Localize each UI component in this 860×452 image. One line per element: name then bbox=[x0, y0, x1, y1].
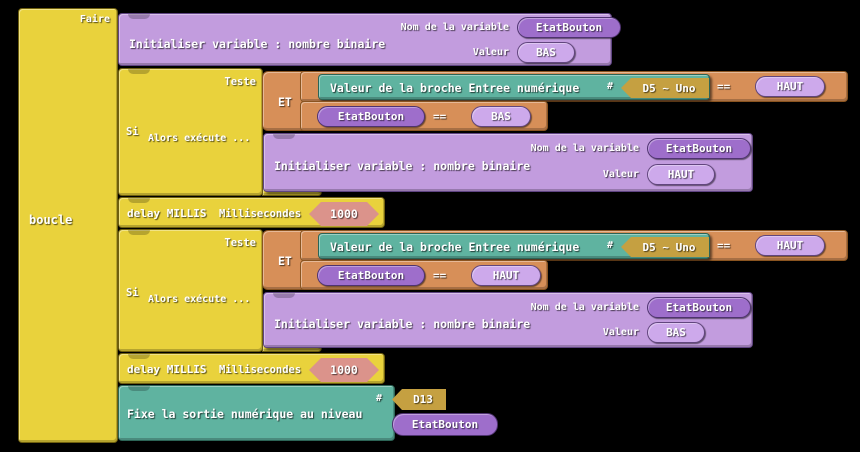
compare-block-var[interactable]: EtatBouton == BAS bbox=[300, 101, 548, 131]
value-pill[interactable]: BAS bbox=[471, 106, 531, 127]
value-pill[interactable]: BAS bbox=[517, 42, 575, 63]
variable-pill[interactable]: EtatBouton bbox=[647, 138, 751, 159]
delay-title: delay MILLIS bbox=[127, 363, 207, 376]
delay-value[interactable]: 1000 bbox=[309, 358, 379, 382]
digital-read-label: Valeur de la broche Entree numérique bbox=[330, 240, 580, 254]
delay-block-2[interactable]: delay MILLIS Millisecondes 1000 bbox=[118, 353, 385, 384]
connector-notch bbox=[128, 14, 150, 19]
connector-notch bbox=[273, 134, 295, 139]
init-variable-block-nested-2[interactable]: Initialiser variable : nombre binaire No… bbox=[263, 292, 753, 348]
param-label: Nom de la variable bbox=[400, 22, 509, 33]
value-pill[interactable]: BAS bbox=[647, 322, 705, 343]
connector-notch bbox=[128, 386, 150, 391]
if-test-label: Teste bbox=[224, 76, 256, 88]
connector-notch bbox=[128, 69, 150, 74]
if-body[interactable]: Teste Si Alors exécute ... bbox=[118, 68, 263, 196]
delay-ms-label: Millisecondes bbox=[219, 364, 302, 376]
if-label: Si bbox=[126, 126, 139, 138]
param-label: Nom de la variable bbox=[530, 143, 639, 154]
block-title: Initialiser variable : nombre binaire bbox=[274, 317, 531, 331]
value-pill[interactable]: HAUT bbox=[471, 265, 541, 286]
digital-read-label: Valeur de la broche Entree numérique bbox=[330, 81, 580, 95]
delay-value[interactable]: 1000 bbox=[309, 202, 379, 226]
level-pill[interactable]: HAUT bbox=[755, 76, 825, 97]
delay-ms-label: Millisecondes bbox=[219, 208, 302, 220]
if-label: Si bbox=[126, 287, 139, 299]
compare-block-var[interactable]: EtatBouton == HAUT bbox=[300, 260, 548, 290]
then-label: Alors exécute ... bbox=[148, 294, 251, 305]
variable-pill[interactable]: EtatBouton bbox=[392, 413, 498, 436]
variable-pill[interactable]: EtatBouton bbox=[517, 17, 621, 38]
connector-notch bbox=[128, 230, 150, 235]
equals-operator: == bbox=[433, 110, 447, 123]
param-label: Valeur bbox=[602, 327, 639, 338]
digital-read-block[interactable]: Valeur de la broche Entree numérique # D… bbox=[318, 74, 710, 100]
and-label: ET bbox=[278, 95, 292, 109]
loop-label: boucle bbox=[29, 213, 73, 227]
then-label: Alors exécute ... bbox=[148, 133, 251, 144]
connector-notch bbox=[128, 354, 150, 359]
if-body[interactable]: Teste Si Alors exécute ... bbox=[118, 229, 263, 352]
delay-title: delay MILLIS bbox=[127, 207, 207, 220]
pin-hash-label: # bbox=[376, 393, 383, 404]
pin-dropdown[interactable]: D5 ~ Uno bbox=[621, 78, 709, 98]
loop-block[interactable]: Faire boucle bbox=[18, 8, 118, 443]
equals-operator: == bbox=[717, 239, 731, 252]
if-test-label: Teste bbox=[224, 237, 256, 249]
digital-read-block[interactable]: Valeur de la broche Entree numérique # D… bbox=[318, 233, 710, 259]
level-pill[interactable]: HAUT bbox=[755, 235, 825, 256]
digital-write-label: Fixe la sortie numérique au niveau bbox=[127, 407, 363, 421]
connector-notch bbox=[128, 198, 150, 203]
block-title: Initialiser variable : nombre binaire bbox=[274, 159, 531, 173]
connector-notch bbox=[273, 293, 295, 298]
equals-operator: == bbox=[433, 269, 447, 282]
value-pill[interactable]: HAUT bbox=[647, 164, 715, 185]
param-label: Valeur bbox=[602, 169, 639, 180]
variable-pill[interactable]: EtatBouton bbox=[647, 297, 751, 318]
param-label: Nom de la variable bbox=[530, 302, 639, 313]
equals-operator: == bbox=[717, 80, 731, 93]
pin-hash-label: # bbox=[607, 81, 614, 92]
pin-dropdown[interactable]: D13 bbox=[392, 389, 446, 410]
variable-pill[interactable]: EtatBouton bbox=[317, 265, 425, 286]
block-title: Initialiser variable : nombre binaire bbox=[129, 37, 386, 51]
digital-write-block[interactable]: Fixe la sortie numérique au niveau # D13… bbox=[118, 385, 498, 441]
delay-block-1[interactable]: delay MILLIS Millisecondes 1000 bbox=[118, 197, 385, 228]
pin-hash-label: # bbox=[607, 240, 614, 251]
init-variable-block-nested-1[interactable]: Initialiser variable : nombre binaire No… bbox=[263, 133, 753, 192]
variable-pill[interactable]: EtatBouton bbox=[317, 106, 425, 127]
pin-dropdown[interactable]: D5 ~ Uno bbox=[621, 237, 709, 257]
init-variable-block-1[interactable]: Initialiser variable : nombre binaire No… bbox=[118, 13, 621, 66]
and-label: ET bbox=[278, 254, 292, 268]
param-label: Valeur bbox=[472, 47, 509, 58]
loop-do-label: Faire bbox=[79, 14, 110, 25]
